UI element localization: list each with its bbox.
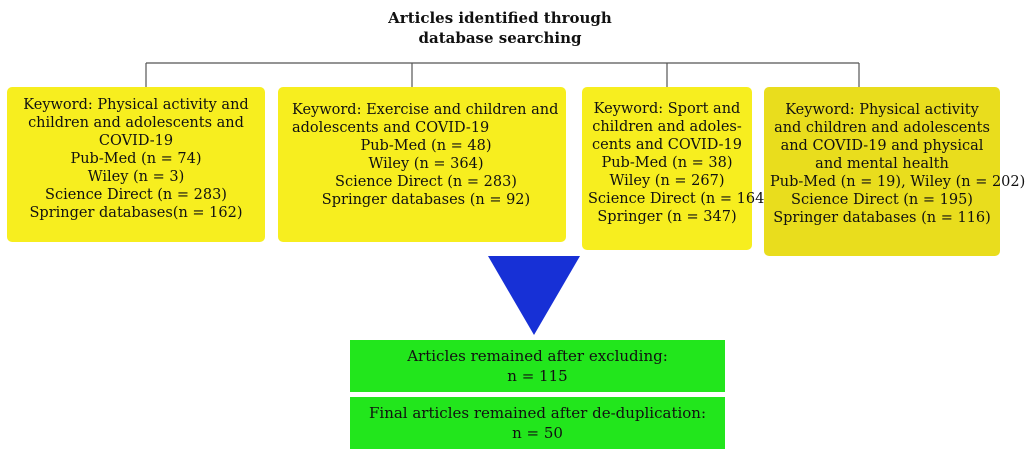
box4-springer: Springer databases (n = 116) (773, 210, 991, 226)
box3-pubmed: Pub-Med (n = 38) (601, 155, 733, 171)
box2-springer: Springer databases (n = 92) (321, 192, 531, 208)
diagram-title: Articles identified through database sea… (300, 8, 700, 48)
box3-springer: Springer (n = 347) (597, 209, 737, 225)
box4-sciencedirect: Science Direct (n = 195) (791, 192, 973, 208)
down-arrow-triangle (488, 256, 580, 335)
box2-wiley: Wiley (n = 364) (368, 156, 484, 172)
title-line-2: database searching (418, 29, 582, 47)
box4-keyword: Keyword: Physical activity and children … (774, 102, 990, 172)
box3-keyword: Keyword: Sport and children and adoles-c… (592, 101, 742, 153)
box2-pubmed: Pub-Med (n = 48) (360, 138, 492, 154)
search-box-2: Keyword: Exercise and children and adole… (278, 87, 566, 242)
search-box-3: Keyword: Sport and children and adoles-c… (582, 87, 770, 250)
box2-keyword: Keyword: Exercise and children and adole… (292, 102, 559, 136)
box2-sciencedirect: Science Direct (n = 283) (335, 174, 517, 190)
result-box-excluded: Articles remained after excluding: n = 1… (350, 340, 725, 392)
box1-springer: Springer databases(n = 162) (29, 205, 243, 221)
result-box-final: Final articles remained after de-duplica… (350, 397, 725, 449)
box1-sciencedirect: Science Direct (n = 283) (45, 187, 227, 203)
box1-wiley: Wiley (n = 3) (87, 169, 185, 185)
search-box-4: Keyword: Physical activity and children … (764, 87, 1025, 256)
result1-count: n = 115 (507, 367, 568, 385)
box1-keyword: Keyword: Physical activity and children … (23, 97, 249, 149)
result2-count: n = 50 (512, 424, 563, 442)
box3-wiley: Wiley (n = 267) (609, 173, 725, 189)
box4-pubmed-wiley: Pub-Med (n = 19), Wiley (n = 202) (770, 174, 1025, 190)
search-box-1: Keyword: Physical activity and children … (7, 87, 265, 242)
box1-pubmed: Pub-Med (n = 74) (70, 151, 202, 167)
result1-label: Articles remained after excluding: (407, 347, 668, 365)
result2-label: Final articles remained after de-duplica… (368, 404, 707, 422)
title-line-1: Articles identified through (388, 9, 612, 27)
box3-sciencedirect: Science Direct (n = 164) (588, 191, 770, 207)
connector-lines (145, 62, 860, 335)
